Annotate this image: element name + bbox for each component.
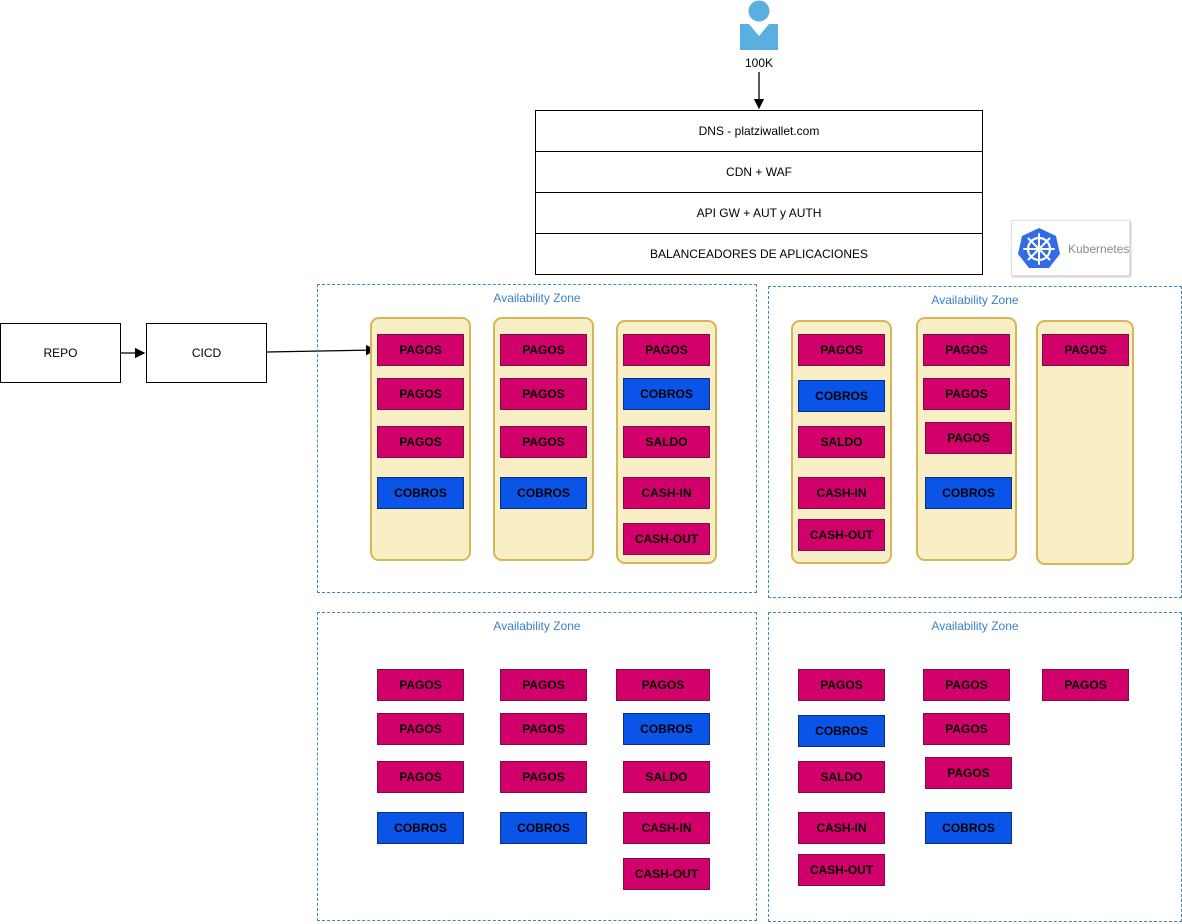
zone-title: Availability Zone — [493, 291, 581, 305]
service-saldo: SALDO — [623, 761, 710, 793]
zone-title: Availability Zone — [493, 619, 581, 633]
service-pagos: PAGOS — [923, 334, 1010, 366]
service-cash-out: CASH-OUT — [798, 519, 885, 551]
service-pagos: PAGOS — [923, 669, 1010, 701]
service-pagos: PAGOS — [377, 761, 464, 793]
service-pagos: PAGOS — [500, 426, 587, 458]
service-pagos: PAGOS — [500, 378, 587, 410]
service-pagos: PAGOS — [798, 334, 885, 366]
availability-zone-1: Availability Zone — [317, 284, 757, 593]
service-pagos: PAGOS — [377, 713, 464, 745]
service-saldo: SALDO — [623, 426, 710, 458]
service-cobros: COBROS — [500, 812, 587, 844]
service-pagos: PAGOS — [1042, 334, 1129, 366]
service-pagos: PAGOS — [377, 378, 464, 410]
service-cobros: COBROS — [377, 812, 464, 844]
cicd-box: CICD — [146, 323, 267, 383]
service-pagos: PAGOS — [1042, 669, 1129, 701]
service-cash-in: CASH-IN — [623, 812, 710, 844]
user-icon — [740, 0, 778, 50]
service-saldo: SALDO — [798, 426, 885, 458]
user-actor: 100K — [737, 0, 781, 72]
service-pagos: PAGOS — [798, 669, 885, 701]
zone-title: Availability Zone — [931, 293, 1019, 307]
service-cobros: COBROS — [798, 715, 885, 747]
service-cobros: COBROS — [623, 713, 710, 745]
service-cash-in: CASH-IN — [623, 477, 710, 509]
service-cobros: COBROS — [798, 380, 885, 412]
zone-title: Availability Zone — [931, 619, 1019, 633]
service-cobros: COBROS — [500, 477, 587, 509]
service-cobros: COBROS — [925, 477, 1012, 509]
service-pagos: PAGOS — [616, 669, 710, 701]
api-gateway-layer: API GW + AUT y AUTH — [535, 193, 983, 234]
service-pagos: PAGOS — [377, 334, 464, 366]
service-pagos: PAGOS — [923, 378, 1010, 410]
service-pagos: PAGOS — [925, 757, 1012, 789]
edge-stack: DNS - platziwallet.com CDN + WAF API GW … — [535, 110, 983, 275]
service-pagos: PAGOS — [500, 713, 587, 745]
kubernetes-label: Kubernetes — [1068, 242, 1130, 256]
service-cash-in: CASH-IN — [798, 812, 885, 844]
service-pagos: PAGOS — [500, 334, 587, 366]
service-cash-in: CASH-IN — [798, 477, 885, 509]
service-pagos: PAGOS — [500, 761, 587, 793]
service-cash-out: CASH-OUT — [623, 523, 710, 555]
service-pagos: PAGOS — [923, 713, 1010, 745]
service-pagos: PAGOS — [500, 669, 587, 701]
service-cobros: COBROS — [377, 477, 464, 509]
cdn-waf-layer: CDN + WAF — [535, 152, 983, 193]
service-saldo: SALDO — [798, 761, 885, 793]
service-pagos: PAGOS — [377, 669, 464, 701]
service-cash-out: CASH-OUT — [798, 854, 885, 886]
user-count-label: 100K — [744, 56, 774, 70]
kubernetes-badge: Kubernetes — [1011, 220, 1130, 276]
service-pagos: PAGOS — [623, 334, 710, 366]
service-cobros: COBROS — [623, 378, 710, 410]
load-balancer-layer: BALANCEADORES DE APLICACIONES — [535, 234, 983, 275]
service-pagos: PAGOS — [377, 426, 464, 458]
dns-layer: DNS - platziwallet.com — [535, 110, 983, 152]
service-cobros: COBROS — [925, 812, 1012, 844]
repo-box: REPO — [0, 323, 121, 383]
service-pagos: PAGOS — [925, 422, 1012, 454]
availability-zone-3: Availability Zone — [317, 612, 757, 921]
cicd-to-pods-arrow — [266, 344, 377, 356]
kubernetes-helm-icon — [1018, 228, 1060, 268]
service-cash-out: CASH-OUT — [623, 858, 710, 890]
